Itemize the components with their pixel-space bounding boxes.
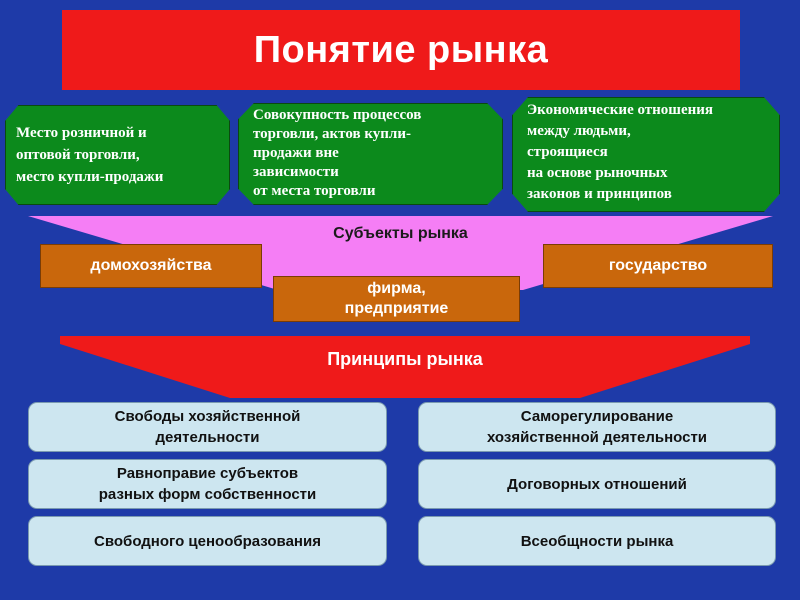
- principle-market-universality: Всеобщности рынка: [418, 516, 776, 566]
- principle-economic-freedom: Свободы хозяйственной деятельности: [28, 402, 387, 452]
- subject-state: государство: [543, 244, 773, 288]
- subject-firm: фирма, предприятие: [273, 276, 520, 322]
- principle-equal-rights: Равноправие субъектов разных форм собств…: [28, 459, 387, 509]
- principles-band: [60, 336, 750, 398]
- subject-households: домохозяйства: [40, 244, 262, 288]
- principle-self-regulation: Саморегулирование хозяйственной деятельн…: [418, 402, 776, 452]
- subjects-label: Субъекты рынка: [333, 225, 468, 242]
- principles-label: Принципы рынка: [327, 349, 483, 369]
- title-banner: Понятие рынка: [62, 10, 740, 90]
- principle-free-pricing: Свободного ценообразования: [28, 516, 387, 566]
- definition-trade-processes: Совокупность процессов торговли, актов к…: [238, 103, 503, 205]
- definition-economic-relations: Экономические отношения между людьми, ст…: [512, 97, 780, 212]
- page-title: Понятие рынка: [253, 28, 549, 71]
- principle-contract-relations: Договорных отношений: [418, 459, 776, 509]
- subjects-band: [28, 216, 773, 290]
- definition-place-of-trade: Место розничной и оптовой торговли, мест…: [5, 105, 230, 205]
